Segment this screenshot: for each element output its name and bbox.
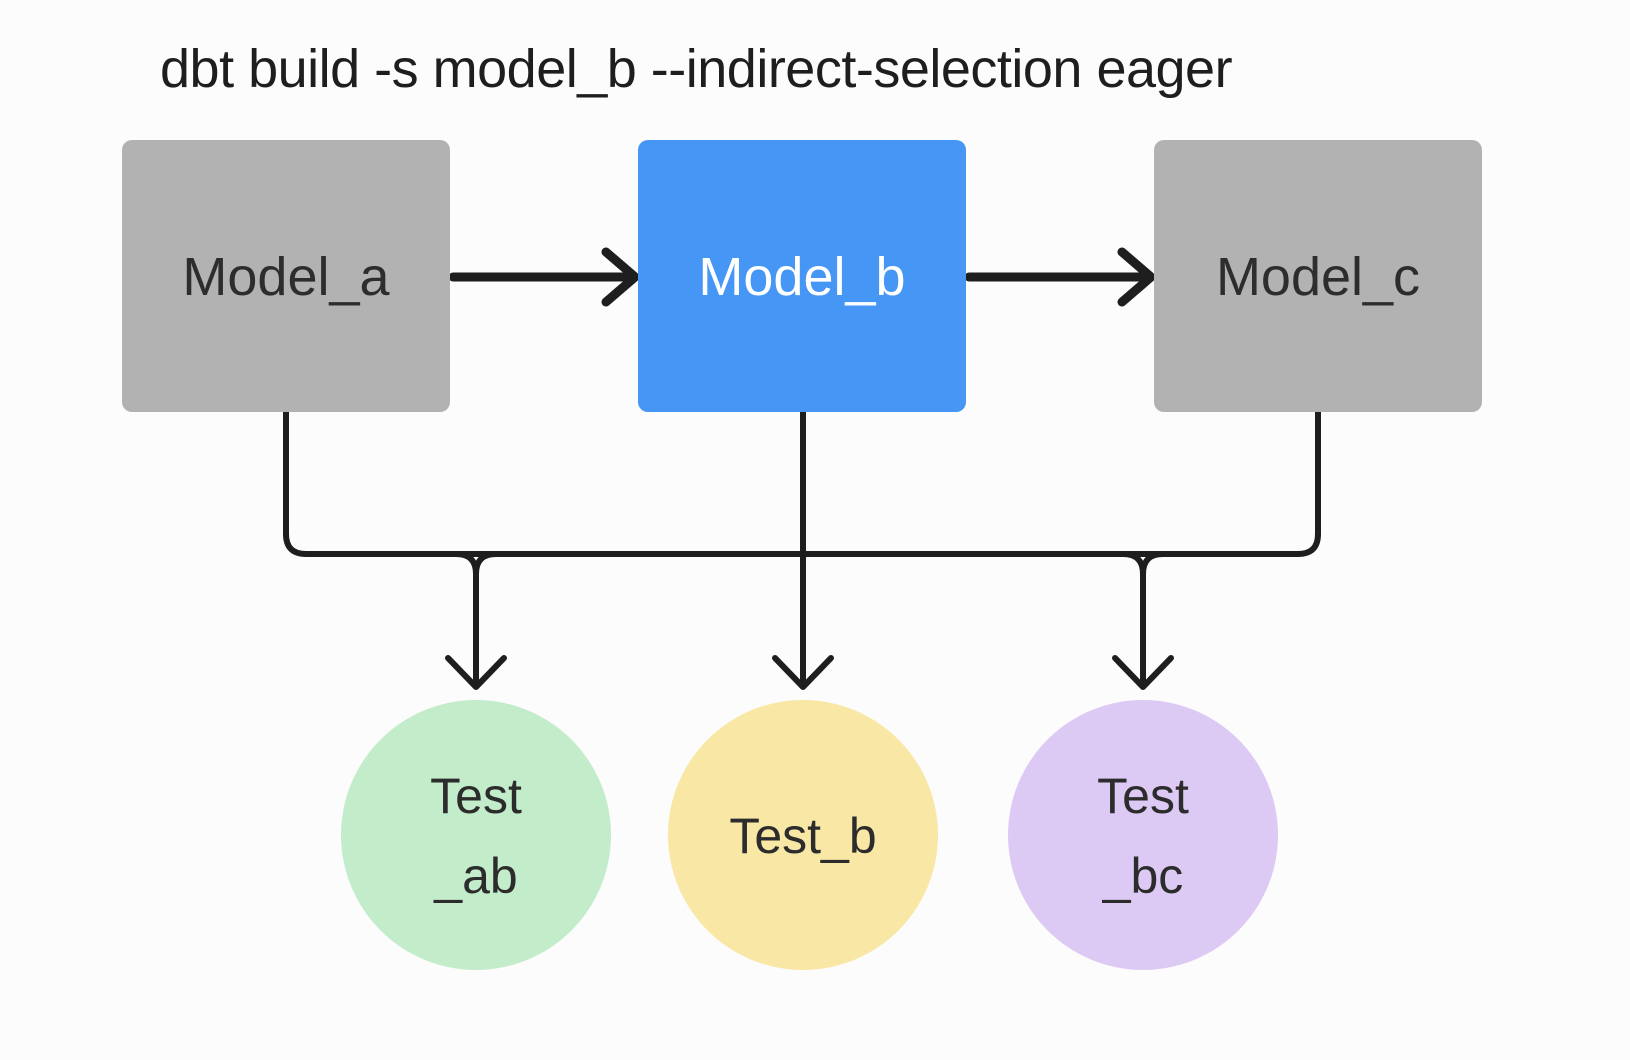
arrow-model-a-to-model-b [448, 247, 640, 307]
test-ab-circle [341, 700, 611, 970]
model-b-box [638, 140, 966, 412]
test-bc-label-line1: Test [1097, 768, 1189, 824]
arrowhead-down-icon [445, 655, 507, 690]
test-bc-label-line2: _bc [1102, 848, 1184, 904]
test-ab-node: Test _ab [341, 700, 611, 970]
model-c-label: Model_c [1216, 247, 1420, 307]
test-bc-circle [1008, 700, 1278, 970]
test-bc-node: Test _bc [1008, 700, 1278, 970]
test-b-node: Test_b [668, 700, 938, 970]
model-a-box [122, 140, 450, 412]
test-b-label: Test_b [729, 808, 876, 864]
test-ab-label-line1: Test [430, 768, 522, 824]
arrowhead-right-icon [601, 247, 640, 307]
arrowhead-right-icon [1117, 247, 1156, 307]
model-b-node: Model_b [638, 140, 966, 412]
arrowhead-down-icon [772, 655, 834, 690]
model-a-label: Model_a [182, 247, 390, 307]
model-c-node: Model_c [1154, 140, 1482, 412]
diagram-title: dbt build -s model_b --indirect-selectio… [160, 39, 1233, 99]
test-b-circle [668, 700, 938, 970]
test-ab-label-line2: _ab [433, 848, 517, 904]
edges-models-to-tests [283, 409, 1321, 690]
model-c-box [1154, 140, 1482, 412]
model-a-node: Model_a [122, 140, 450, 412]
edge-branch-to-test-bc-fillet [1140, 551, 1166, 577]
model-b-label: Model_b [698, 247, 905, 307]
arrowhead-down-icon [1112, 655, 1174, 690]
edge-branch-to-test-ab-fillet [473, 551, 499, 577]
arrow-model-b-to-model-c [964, 247, 1156, 307]
